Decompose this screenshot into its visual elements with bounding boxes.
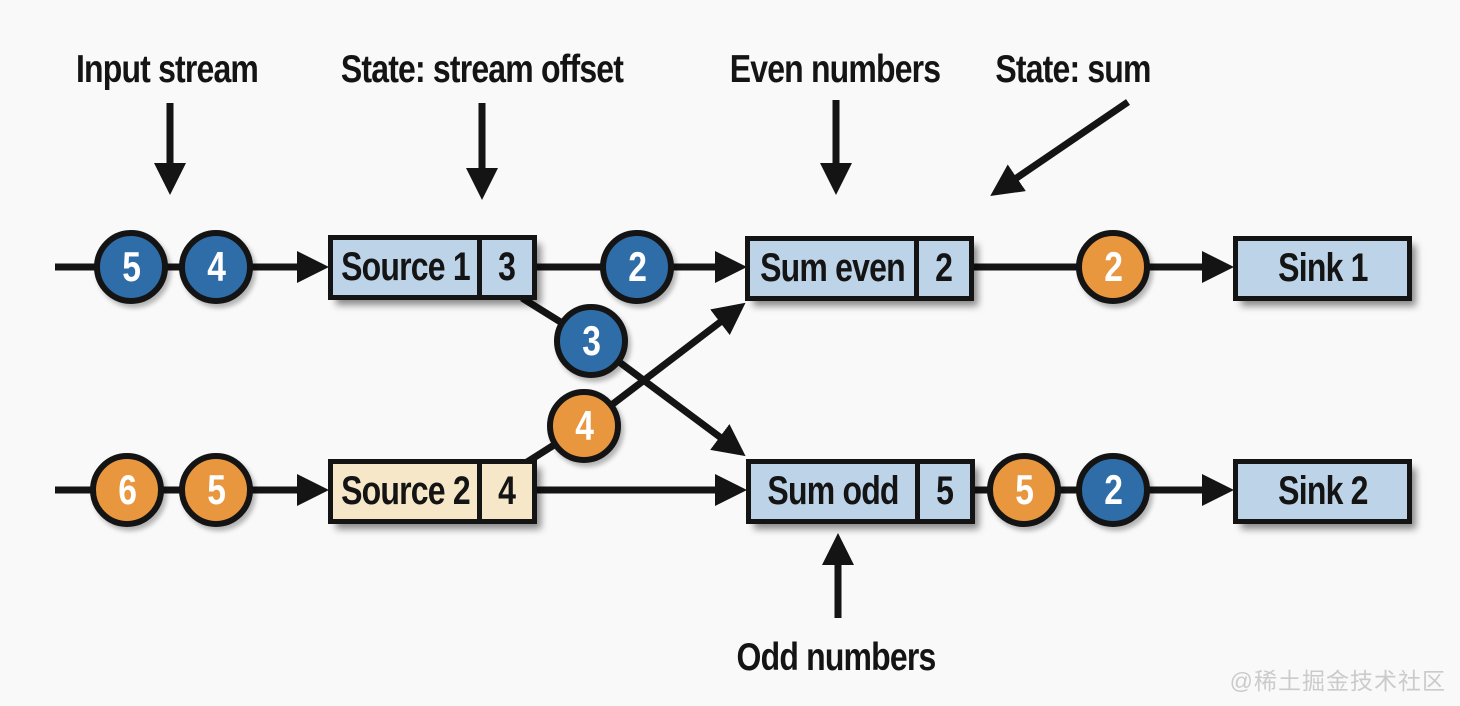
sink1-label: Sink 1 [1277, 246, 1368, 290]
token-odd-from-source1: 3 [554, 304, 628, 378]
sink2-box: Sink 2 [1233, 459, 1412, 524]
sink2-label: Sink 2 [1277, 469, 1368, 513]
sink1-box: Sink 1 [1233, 236, 1412, 301]
token-value: 4 [575, 402, 594, 449]
source2-label: Source 2 [340, 469, 471, 513]
token-value: 5 [1015, 466, 1034, 513]
sum-odd-label-cell: Sum odd [751, 464, 915, 519]
token-input1-4: 4 [179, 230, 253, 304]
arrow-state-sum [990, 99, 1130, 196]
token-input2-6: 6 [90, 453, 164, 527]
source1-label: Source 1 [340, 245, 471, 289]
token-even-from-source2: 4 [547, 389, 621, 463]
sink2-label-cell: Sink 2 [1238, 464, 1407, 519]
label-state-sum: State: sum [995, 48, 1151, 91]
sum-odd-state-cell: 5 [915, 464, 970, 519]
label-even-numbers: Even numbers [729, 48, 941, 91]
sink1-label-cell: Sink 1 [1238, 241, 1407, 296]
source2-state-cell: 4 [477, 464, 532, 519]
sum-odd-label: Sum odd [767, 469, 899, 513]
sum-even-box: Sum even 2 [745, 236, 974, 301]
sum-even-label-cell: Sum even [750, 241, 914, 296]
source1-label-cell: Source 1 [333, 240, 477, 295]
label-input-stream: Input stream [75, 48, 259, 91]
token-even-from-source1: 2 [600, 230, 674, 304]
sum-even-state: 2 [935, 246, 954, 290]
token-sum-odd-out-5: 5 [987, 453, 1061, 527]
source2-box: Source 2 4 [328, 459, 537, 524]
watermark: @稀土掘金技术社区 [1229, 668, 1446, 694]
token-value: 5 [207, 466, 226, 513]
source1-box: Source 1 3 [328, 235, 537, 300]
token-input2-5: 5 [179, 453, 253, 527]
source2-state: 4 [498, 469, 517, 513]
sum-odd-box: Sum odd 5 [746, 459, 975, 524]
sum-even-state-cell: 2 [914, 241, 969, 296]
token-value: 5 [122, 243, 141, 290]
token-value: 2 [1104, 466, 1123, 513]
source1-state-cell: 3 [477, 240, 532, 295]
token-value: 3 [582, 317, 601, 364]
sum-odd-state: 5 [936, 469, 955, 513]
token-value: 6 [118, 466, 137, 513]
token-value: 2 [1104, 243, 1123, 290]
token-sum-odd-out-2: 2 [1076, 453, 1150, 527]
token-sum-even-out: 2 [1076, 230, 1150, 304]
source1-state: 3 [498, 245, 517, 289]
source2-label-cell: Source 2 [333, 464, 477, 519]
token-input1-5: 5 [94, 230, 168, 304]
token-value: 2 [628, 243, 647, 290]
label-state-stream-offset: State: stream offset [340, 48, 624, 91]
label-odd-numbers: Odd numbers [736, 636, 937, 679]
sum-even-label: Sum even [759, 246, 906, 290]
token-value: 4 [207, 243, 226, 290]
